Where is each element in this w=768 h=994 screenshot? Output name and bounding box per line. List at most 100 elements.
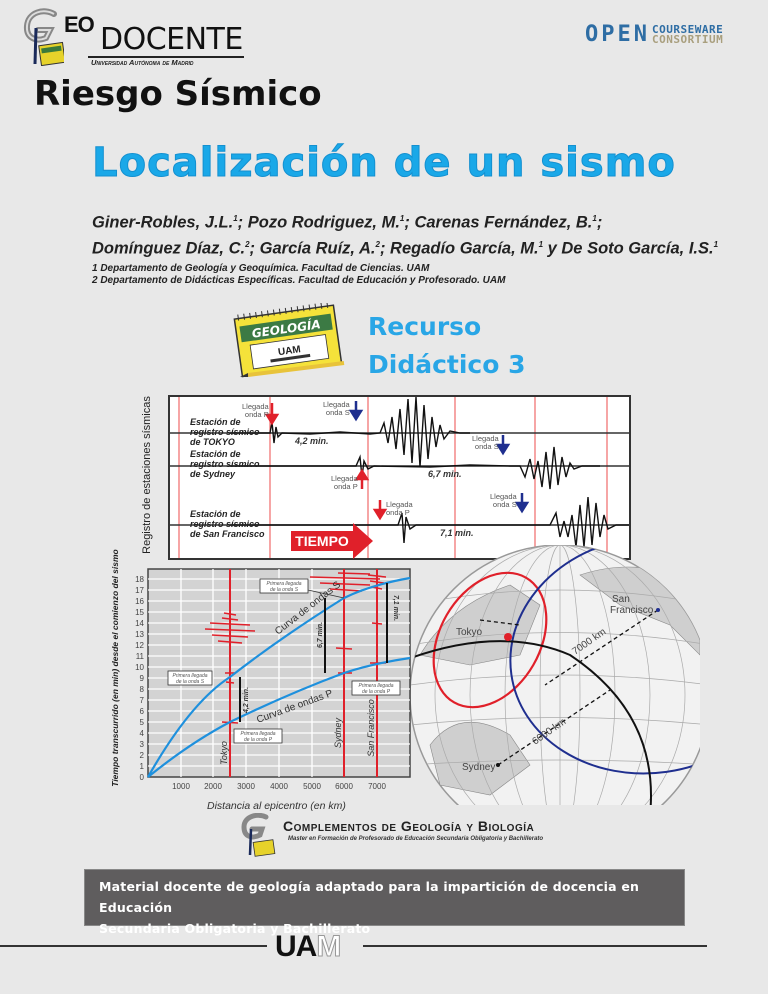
y-tick: 6 xyxy=(140,707,145,716)
authors-line-2: Domínguez Díaz, C.2; García Ruíz, A.2; R… xyxy=(92,234,718,260)
annot-first-p-right-2: de la onda P xyxy=(362,689,391,695)
x-tick: 2000 xyxy=(204,782,222,791)
y-tick: 13 xyxy=(135,630,144,639)
station-label-sydney: Estación de registro sísmico de Sydney xyxy=(190,449,260,479)
arrival-text: Llegada xyxy=(323,400,350,409)
arrival-text: Llegada xyxy=(472,434,499,443)
seismograph-axis-label: Registro de estaciones sísmicas xyxy=(132,392,162,557)
uam-logo-ua: UA xyxy=(275,930,317,963)
logo-docente-text: DOCENTE xyxy=(100,22,243,57)
globe-sf-label-2: Francisco xyxy=(610,605,654,616)
arrival-text: onda P xyxy=(386,508,410,517)
author-name: Regadío García, M. xyxy=(390,239,539,257)
affiliation-1: 1 Departamento de Geología y Geoquímica.… xyxy=(92,263,430,274)
y-tick: 4 xyxy=(140,729,145,738)
station-label-line: registro sísmico xyxy=(190,427,260,437)
y-tick: 2 xyxy=(140,751,145,760)
station-label-line: registro sísmico xyxy=(190,459,260,469)
graph-tokyo-label: Tokyo xyxy=(219,741,229,765)
station-label-line: de Sydney xyxy=(190,469,236,479)
station-label-line: Estación de xyxy=(190,509,241,519)
author-sep: ; xyxy=(237,213,248,232)
author-affil: 1 xyxy=(233,214,238,223)
footer-divider-right xyxy=(363,945,707,947)
arrival-text: Llegada xyxy=(490,492,517,501)
y-tick: 3 xyxy=(140,740,145,749)
notebook-uam: UAM xyxy=(277,344,301,358)
arrival-text: Llegada xyxy=(386,500,413,509)
arrival-text: onda P xyxy=(333,482,358,491)
author-affil: 2 xyxy=(375,239,380,249)
station-label-line: de San Francisco xyxy=(190,529,265,539)
y-tick: 10 xyxy=(135,663,144,672)
author-sep: ; xyxy=(404,213,415,232)
author-sep: ; xyxy=(249,239,260,257)
y-tick: 18 xyxy=(135,575,144,584)
authors-block: Giner-Robles, J.L.1; Pozo Rodriguez, M.1… xyxy=(92,208,718,259)
uam-logo: UAM xyxy=(275,930,342,964)
graph-y-axis-label-text: Tiempo transcurrido (en min) desde el co… xyxy=(110,549,120,787)
arrival-text: onda P xyxy=(244,410,269,419)
time-arrow-icon xyxy=(353,523,373,559)
time-distance-chart: Primera llegada de la onda S Primera lle… xyxy=(135,568,411,791)
globe-map: San Francisco Tokyo Sydney 7000 km 6000 … xyxy=(409,545,700,805)
seismograph-axis-label-text: Registro de estaciones sísmicas xyxy=(141,395,153,554)
graph-delta-sf: 7,1 min. xyxy=(392,595,399,621)
x-tick: 4000 xyxy=(270,782,288,791)
author-name: Domínguez Díaz, C. xyxy=(92,239,246,257)
graph-sydney-label: Sydney xyxy=(333,717,343,748)
annot-first-s-top-2: de la onda S xyxy=(270,587,299,593)
station-label-tokyo: Estación de registro sísmico de TOKYO xyxy=(190,417,260,447)
x-tick: 3000 xyxy=(237,782,255,791)
annot-first-p-tokyo-2: de la onda P xyxy=(244,737,273,743)
author-affil: 1 xyxy=(713,239,719,249)
affiliation-2: 2 Departamento de Didácticas Específicas… xyxy=(92,275,506,286)
author-name: Carenas Fernández, B. xyxy=(414,213,593,232)
station-label-line: registro sísmico xyxy=(190,519,260,529)
annot-first-s-tokyo-2: de la onda S xyxy=(176,679,205,685)
seismograms xyxy=(170,397,629,558)
globe-sf-label-1: San xyxy=(612,594,630,605)
uam-logo-m: M xyxy=(316,930,342,964)
arrival-text: onda S xyxy=(325,408,350,417)
geodocente-g-logo-icon xyxy=(23,8,64,66)
author-sep: ; xyxy=(379,239,391,257)
complementos-g-logo-icon xyxy=(241,813,276,857)
x-tick: 6000 xyxy=(335,782,353,791)
y-tick: 8 xyxy=(140,685,145,694)
authors-line-1: Giner-Robles, J.L.1; Pozo Rodriguez, M.1… xyxy=(92,208,718,234)
resource-line-1: Recurso xyxy=(368,312,482,341)
banner-line-2: Secundaria Obligatoria y Bachillerato xyxy=(99,921,371,936)
author-affil: 1 xyxy=(399,214,405,223)
annot-first-s-top-1: Primera llegada xyxy=(266,581,301,587)
author-affil: 1 xyxy=(538,239,544,249)
author-sep: ; xyxy=(596,213,603,232)
graph-sf-label: San Francisco xyxy=(366,699,376,757)
station-label-sf: Estación de registro sísmico de San Fran… xyxy=(190,509,265,539)
y-tick: 9 xyxy=(140,674,145,683)
master-subtitle: Master en Formación de Profesorado de Ed… xyxy=(288,836,544,842)
banner-line-1: Material docente de geología adaptado pa… xyxy=(99,879,640,915)
arrival-text: onda S xyxy=(492,500,517,509)
author-name: Giner-Robles, J.L. xyxy=(92,213,234,232)
arrival-text: onda S xyxy=(474,442,499,451)
arrival-text: Llegada xyxy=(331,474,358,483)
delta-sf: 7,1 min. xyxy=(440,528,474,538)
graph-x-axis-label: Distancia al epicentro (en km) xyxy=(207,800,346,812)
author-name: Pozo Rodriguez, M. xyxy=(247,213,400,232)
description-banner: Material docente de geología adaptado pa… xyxy=(84,869,685,936)
graph-delta-tokyo: 4,2 min. xyxy=(243,687,250,714)
logo-divider xyxy=(88,56,244,58)
time-arrow-label: TIEMPO xyxy=(291,531,353,551)
ocw-logo[interactable]: OPEN COURSEWARE CONSORTIUM xyxy=(585,22,723,47)
complementos-title: Complementos de Geología y Biología xyxy=(283,818,535,834)
graph-y-axis-label: Tiempo transcurrido (en min) desde el co… xyxy=(104,549,126,786)
x-tick: 1000 xyxy=(172,782,190,791)
delta-sydney: 6,7 min. xyxy=(428,469,462,479)
author-affil: 1 xyxy=(592,214,597,223)
logo-university-subtitle: Universidad Autónoma de Madrid xyxy=(91,58,194,67)
x-tick: 5000 xyxy=(303,782,321,791)
author-affil: 2 xyxy=(245,239,250,249)
